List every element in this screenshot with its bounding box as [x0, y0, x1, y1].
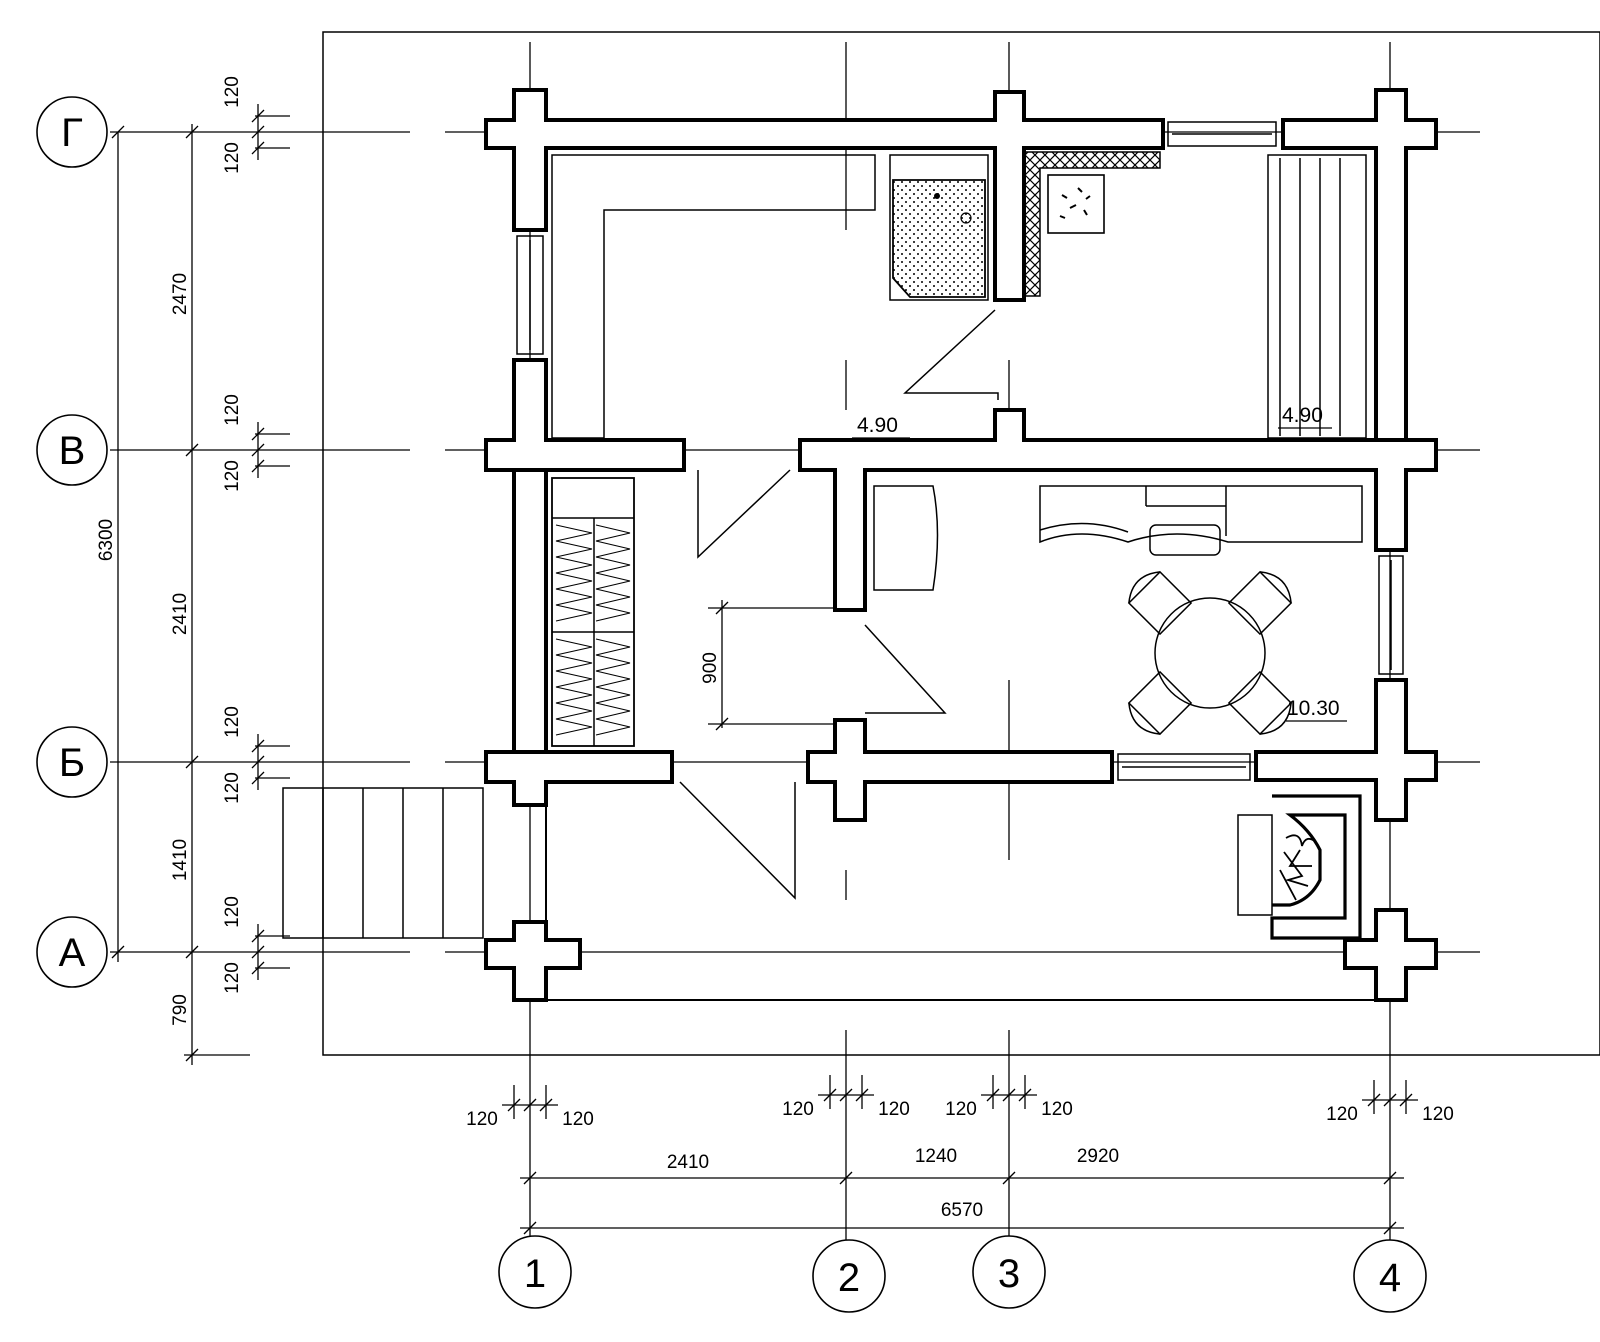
column-bubble-0	[498, 1235, 572, 1309]
offset-label: 120	[222, 896, 243, 928]
offset-label: 120	[222, 772, 243, 804]
dining-table	[1127, 570, 1293, 736]
row-bubble-3	[36, 916, 108, 988]
bench	[551, 154, 876, 439]
column-label: 1	[524, 1252, 546, 1296]
site-outline	[322, 31, 1600, 1056]
row-bubble-0	[36, 96, 108, 168]
row-label: В	[59, 429, 86, 473]
offset-label: 120	[222, 460, 243, 492]
shelf	[1267, 154, 1367, 439]
sofa	[873, 485, 939, 591]
offset-label: 120	[782, 1099, 814, 1120]
dim-left-1: 2410	[170, 593, 191, 635]
column-bubble-1	[812, 1239, 886, 1313]
dim-total-height: 6300	[96, 519, 117, 561]
dim-left-2: 1410	[170, 839, 191, 881]
windows	[516, 121, 1404, 781]
column-label: 3	[998, 1252, 1020, 1296]
fireplace	[1237, 794, 1362, 940]
row-label: Г	[61, 111, 83, 155]
offset-label: 120	[222, 706, 243, 738]
offset-label: 120	[466, 1109, 498, 1130]
offset-label: 120	[222, 76, 243, 108]
row-bubble-1	[36, 414, 108, 486]
offset-label: 120	[878, 1099, 910, 1120]
area-washroom: 4.90	[1282, 404, 1323, 427]
offset-label: 120	[945, 1099, 977, 1120]
offset-label: 120	[1422, 1104, 1454, 1125]
dim-bottom-0: 2410	[667, 1152, 709, 1173]
dim-left-0: 2470	[170, 273, 191, 315]
bottom-dimensions: 2410 1240 2920 6570 120 120 120 120 120 120 12…	[466, 1075, 1454, 1235]
log-walls	[484, 88, 1438, 1002]
offset-label: 120	[562, 1109, 594, 1130]
shower-tray	[889, 154, 989, 301]
dim-total-width: 6570	[941, 1200, 983, 1221]
doors	[679, 309, 999, 900]
offset-label: 120	[222, 394, 243, 426]
column-label: 2	[838, 1256, 860, 1300]
column-bubble-2	[972, 1235, 1046, 1309]
area-steam-room: 4.90	[857, 414, 898, 437]
wardrobe	[551, 477, 635, 747]
left-dimensions: 6300 2470 2410 1410 790 120 120 120 120 120 1…	[96, 76, 290, 1065]
porch-steps	[282, 787, 484, 939]
grid-axes	[110, 42, 1480, 1240]
offset-label: 120	[222, 142, 243, 174]
column-bubble-3	[1353, 1239, 1427, 1313]
offset-label: 120	[1326, 1104, 1358, 1125]
door-dimension: 900	[700, 600, 835, 731]
column-bubbles: 1 2 3 4	[498, 1235, 1427, 1313]
dim-bottom-1: 1240	[915, 1146, 957, 1167]
row-label: Б	[59, 741, 85, 785]
offset-label: 120	[222, 962, 243, 994]
row-label: А	[59, 931, 86, 975]
dim-left-3: 790	[170, 994, 191, 1026]
offset-label: 120	[1041, 1099, 1073, 1120]
door-width-label: 900	[700, 652, 721, 684]
kitchen-counter	[1039, 485, 1363, 556]
sauna-stove	[1023, 151, 1161, 297]
area-rest-room: 10.30	[1287, 697, 1340, 720]
column-label: 4	[1379, 1256, 1401, 1300]
dim-bottom-2: 2920	[1077, 1146, 1119, 1167]
row-bubbles: Г В Б А	[36, 96, 108, 988]
row-bubble-2	[36, 726, 108, 798]
